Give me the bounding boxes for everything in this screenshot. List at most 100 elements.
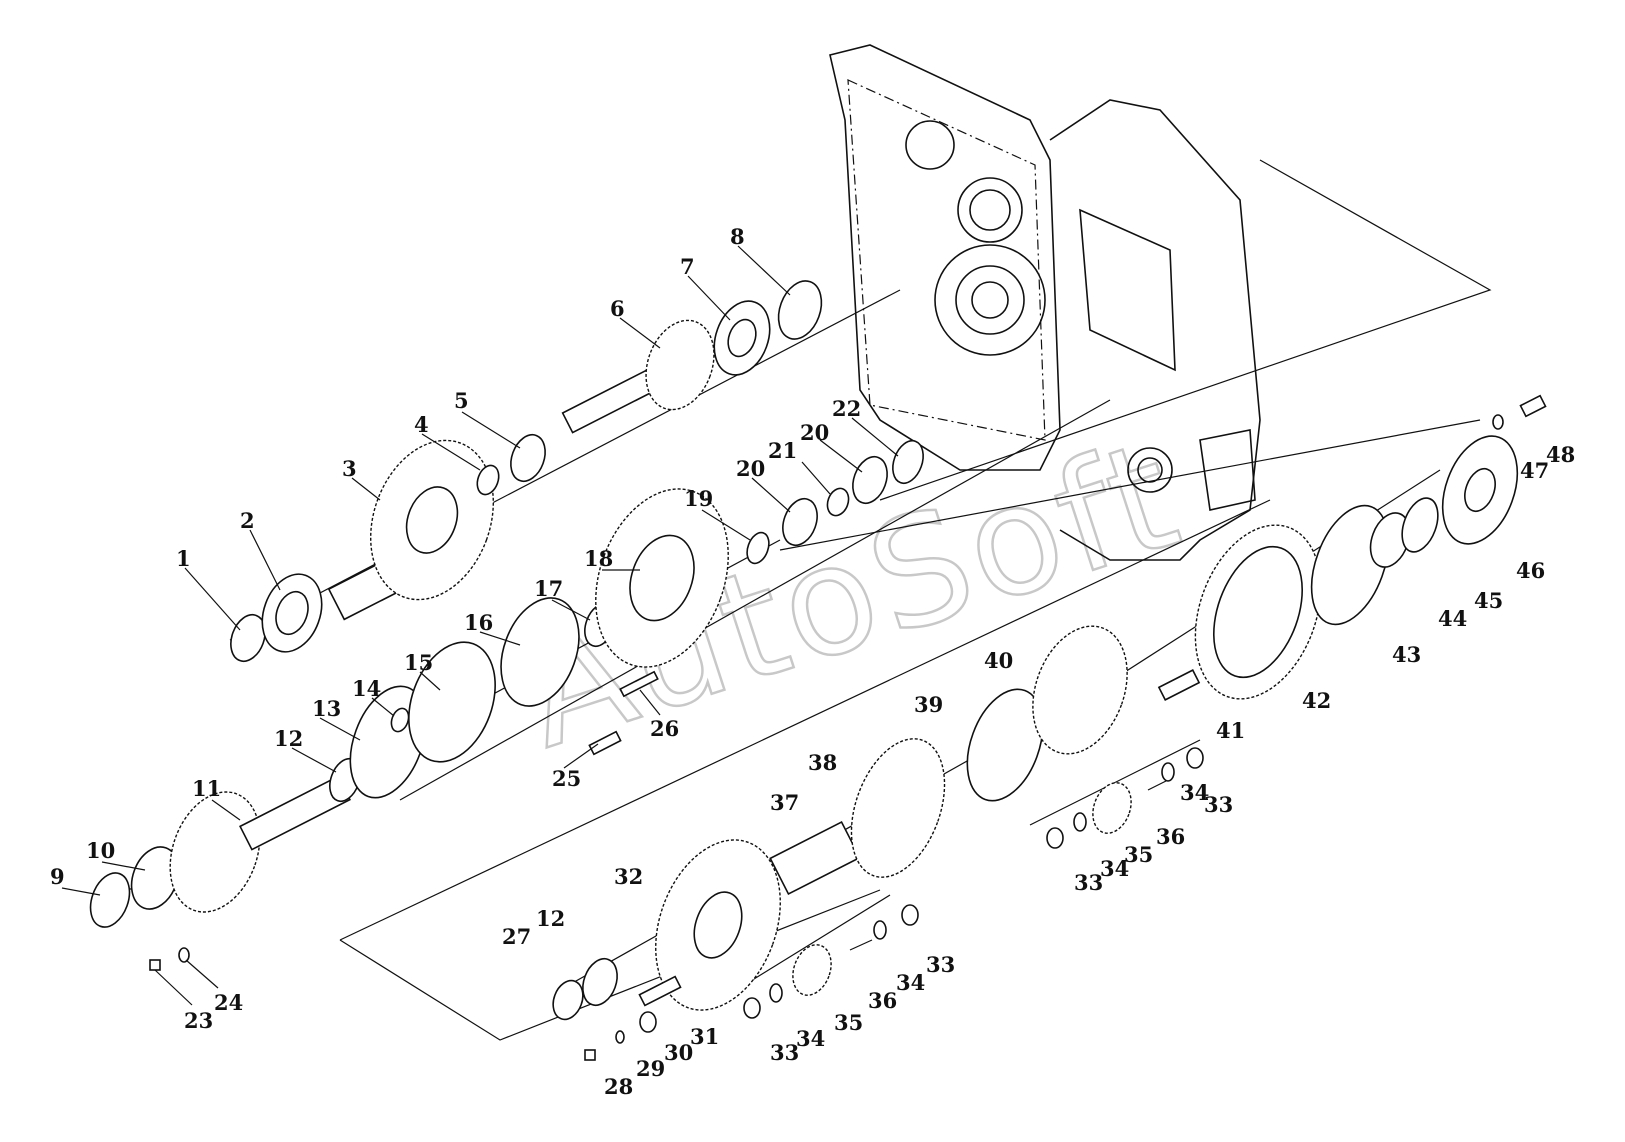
callout-31: 31	[690, 1024, 719, 1049]
plate-43	[1310, 504, 1390, 626]
washer-33a	[743, 997, 761, 1019]
callout-18: 18	[584, 546, 613, 571]
pin-25	[588, 730, 622, 756]
gear-6	[645, 319, 715, 411]
callout-4: 4	[414, 412, 429, 437]
snap-ring-1	[230, 613, 266, 663]
washer-34b	[873, 920, 887, 940]
planet-gear-35b	[1092, 782, 1132, 834]
pin-41	[1157, 669, 1201, 701]
callout-24: 24	[214, 990, 243, 1015]
callout-43: 43	[1392, 642, 1421, 667]
callout-35a: 35	[834, 1010, 863, 1035]
clutch-drum-15	[408, 641, 496, 763]
callout-41: 41	[1216, 718, 1245, 743]
callout-36b: 36	[1156, 824, 1185, 849]
callout-8: 8	[730, 224, 745, 249]
bearing-20a	[782, 497, 818, 547]
clutch-hub-16	[500, 597, 580, 707]
ring-gear-38	[850, 738, 946, 878]
callout-34d: 34	[1180, 780, 1209, 805]
washer-33c	[1046, 827, 1064, 849]
planet-gear-35a	[792, 944, 832, 996]
washer-29	[615, 1030, 625, 1044]
callout-3: 3	[342, 456, 357, 481]
callout-47: 47	[1520, 458, 1549, 483]
callout-40: 40	[984, 648, 1013, 673]
callout-28: 28	[604, 1074, 633, 1099]
callout-33d: 33	[1204, 792, 1233, 817]
callout-5: 5	[454, 388, 469, 413]
ring-4	[476, 464, 500, 496]
washer-33b	[901, 904, 919, 926]
callout-9: 9	[50, 864, 65, 889]
callout-labels: 1 2 3 4 5 6 7 8 9 10 11 12 12 13 14 15 1…	[50, 224, 1575, 1099]
callout-39: 39	[914, 692, 943, 717]
snap-ring-39	[966, 688, 1044, 802]
callout-13: 13	[312, 696, 341, 721]
washer-34d	[1161, 762, 1175, 782]
ring-8	[777, 280, 823, 340]
callout-20a: 20	[736, 456, 765, 481]
bearing-20b	[852, 455, 888, 505]
washer-47	[1492, 414, 1504, 430]
washer-30	[639, 1011, 657, 1033]
washer-34a	[769, 983, 783, 1003]
callout-35b: 35	[1124, 842, 1153, 867]
callout-44: 44	[1438, 606, 1467, 631]
callout-12b: 12	[536, 906, 565, 931]
callout-32: 32	[614, 864, 643, 889]
callout-46: 46	[1516, 558, 1545, 583]
callout-19: 19	[684, 486, 713, 511]
callout-45: 45	[1474, 588, 1503, 613]
callout-36a: 36	[868, 988, 897, 1013]
ring-21	[826, 487, 850, 517]
bolt-28	[584, 1049, 596, 1061]
callout-48: 48	[1546, 442, 1575, 467]
callout-7: 7	[680, 254, 695, 279]
upper-shaft-parts	[230, 280, 823, 663]
washer-33d	[1186, 747, 1204, 769]
callout-6: 6	[610, 296, 625, 321]
callout-23: 23	[184, 1008, 213, 1033]
callout-33c: 33	[1074, 870, 1103, 895]
leader-lines	[61, 245, 899, 1006]
washer-34c	[1073, 812, 1087, 832]
callout-10: 10	[86, 838, 115, 863]
sun-gear-37	[769, 820, 861, 896]
snap-ring-9	[89, 872, 131, 928]
callout-11: 11	[192, 776, 221, 801]
callout-20b: 20	[800, 420, 829, 445]
callout-17: 17	[534, 576, 563, 601]
callout-14: 14	[352, 676, 381, 701]
bolt-48	[1519, 394, 1547, 418]
callout-21: 21	[768, 438, 797, 463]
callout-34b: 34	[896, 970, 925, 995]
planetary-parts	[552, 394, 1547, 1061]
spring-14	[390, 707, 410, 733]
callout-1: 1	[176, 546, 191, 571]
callout-33b: 33	[926, 952, 955, 977]
washer-24	[178, 947, 190, 963]
callout-29: 29	[636, 1056, 665, 1081]
callout-25: 25	[552, 766, 581, 791]
callout-37: 37	[770, 790, 799, 815]
callout-12a: 12	[274, 726, 303, 751]
callout-34a: 34	[796, 1026, 825, 1051]
callout-30: 30	[664, 1040, 693, 1065]
callout-42: 42	[1302, 688, 1331, 713]
callout-33a: 33	[770, 1040, 799, 1065]
pin-31	[638, 975, 682, 1007]
callout-22: 22	[832, 396, 861, 421]
callout-2: 2	[240, 508, 255, 533]
needle-36b	[1147, 779, 1169, 791]
callout-16: 16	[464, 610, 493, 635]
ring-27	[552, 979, 584, 1021]
bolt-23	[149, 959, 161, 971]
bearing-5	[510, 433, 546, 483]
bearing-12b	[582, 957, 618, 1007]
carrier-40	[1032, 625, 1128, 755]
bushing-19	[746, 531, 770, 565]
seal-45	[1401, 497, 1439, 553]
